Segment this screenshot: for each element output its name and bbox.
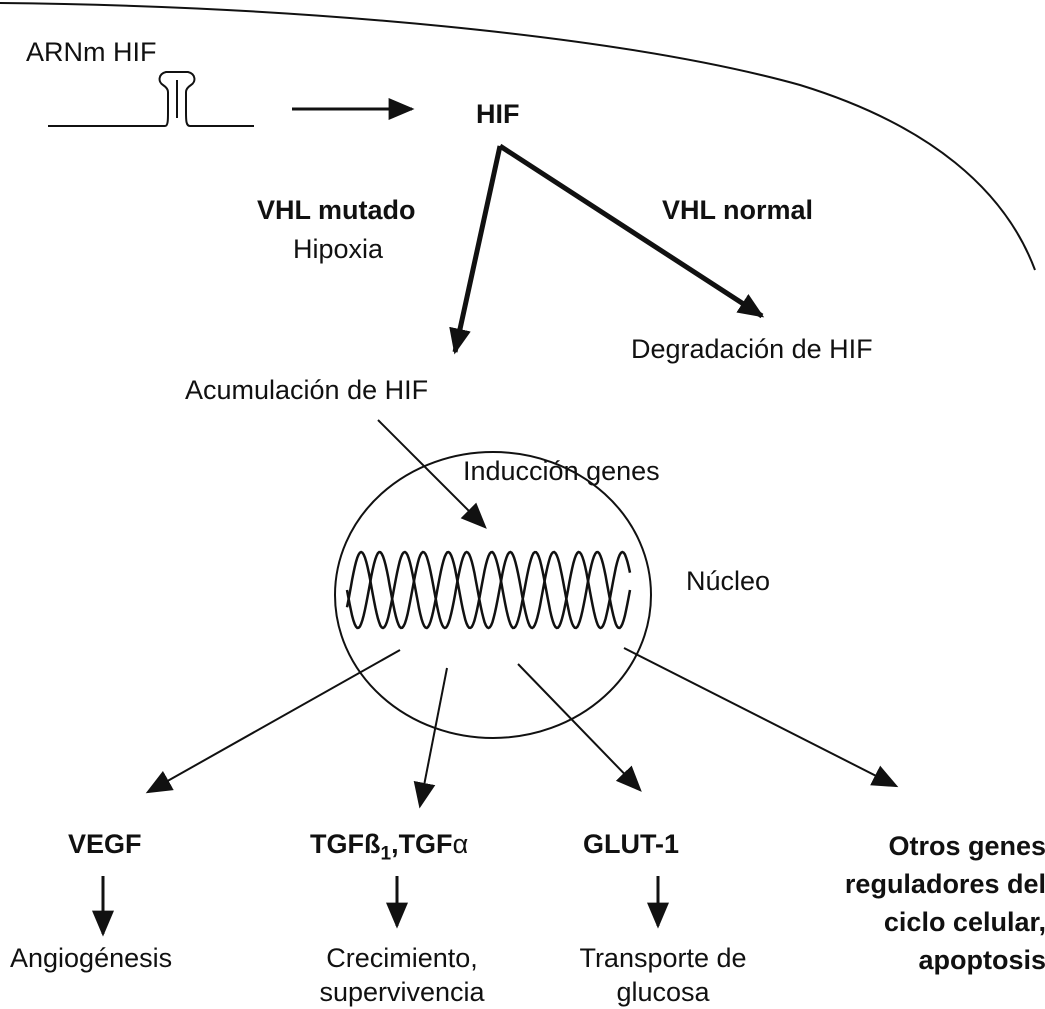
dna-helix-strand-a (345, 550, 632, 630)
cell-membrane (0, 2, 1036, 271)
effect-angiogenesis: Angiogénesis (10, 943, 173, 973)
arrow-nucleus-to-vegf (145, 649, 401, 794)
label-gene-induction: Inducción genes (463, 456, 660, 486)
arrow-nucleus-to-tgf (413, 667, 448, 809)
label-degradation: Degradación de HIF (631, 334, 873, 364)
mrna-hairpin-strand (48, 71, 254, 127)
gene-vegf: VEGF (68, 829, 142, 859)
label-accumulation: Acumulación de HIF (185, 375, 429, 405)
label-nucleus: Núcleo (686, 566, 771, 596)
label-vhl-normal: VHL normal (662, 195, 814, 225)
arrow-nucleus-to-others (623, 647, 899, 788)
nucleus-circle (334, 451, 652, 739)
arrow-accumulation-to-nucleus (377, 419, 487, 529)
arrow-hif-to-degradation (498, 143, 765, 319)
label-mrna-hif: ARNm HIF (26, 37, 157, 67)
dna-helix-strand-b (345, 550, 632, 630)
arrow-nucleus-to-glut1 (517, 663, 642, 792)
label-hif: HIF (476, 99, 520, 129)
effect-glucose-transport: Transporte de glucosa (579, 943, 747, 1007)
label-vhl-mutated: VHL mutado (257, 195, 416, 225)
gene-glut1: GLUT-1 (583, 829, 680, 859)
effect-growth: Crecimiento, supervivencia (319, 943, 485, 1007)
arrow-hif-to-accumulation (449, 145, 503, 355)
gene-tgf: TGFß1,TGFα (310, 829, 469, 865)
label-hypoxia: Hipoxia (293, 234, 384, 264)
gene-others: Otros genes reguladores del ciclo celula… (844, 831, 1045, 975)
